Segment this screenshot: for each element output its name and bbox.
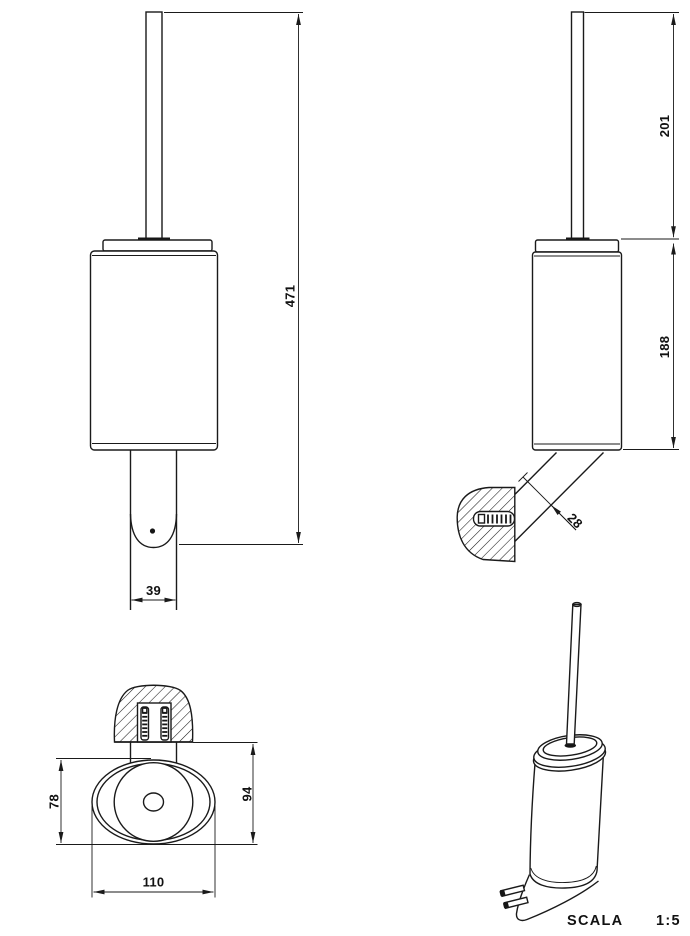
screw-3d-lower: [503, 896, 529, 910]
front-height-label: 471: [283, 285, 298, 308]
mount-fin-3d: [515, 874, 599, 922]
top-view: 78 94 110: [47, 684, 258, 898]
wall-bracket-side: [456, 486, 516, 563]
brush-handle-side: [570, 11, 585, 241]
screw-3d-upper: [499, 884, 526, 898]
top-width-dimension: 110: [91, 806, 216, 898]
arm-thickness-label: 28: [565, 510, 586, 531]
side-handle-dimension: 201: [584, 12, 679, 240]
screw-slot-left-top: [140, 706, 150, 741]
top-total-depth-label: 94: [240, 786, 255, 802]
brush-handle-3d: [565, 603, 582, 745]
side-body-label: 188: [657, 336, 672, 359]
front-bracket-width-dimension: 39: [131, 583, 176, 603]
arm-lower-edge: [514, 452, 604, 542]
front-height-dimension: 471: [164, 12, 303, 545]
container-front: [89, 250, 219, 451]
top-width-label: 110: [143, 875, 165, 890]
side-body-dimension: 188: [623, 243, 679, 450]
lid-side: [534, 239, 620, 253]
side-handle-label: 201: [657, 115, 672, 138]
front-view: 471 39: [89, 11, 303, 610]
rod-top-cap-3d: [572, 601, 582, 608]
container-side: [531, 251, 623, 451]
screw-head-side: [477, 513, 486, 524]
screw-thread-side: [487, 514, 512, 524]
liner-circle: [113, 762, 194, 843]
center-knob: [142, 792, 165, 812]
arm-upper-edge: [514, 452, 557, 495]
perspective-view: SCALA 1:5: [499, 601, 681, 929]
container-plan: [91, 759, 216, 845]
scale-label: SCALA 1:5: [567, 913, 681, 929]
pivot-dot: [149, 528, 156, 534]
scale-value: 1:5: [656, 913, 681, 929]
side-view: 201 188 28: [456, 11, 679, 563]
lid-front: [102, 239, 213, 252]
wall-section-top: [113, 684, 258, 763]
top-depth-label: 78: [47, 794, 62, 809]
front-bracket-width-label: 39: [146, 583, 161, 598]
mount-bracket-front: [129, 450, 178, 610]
brush-handle-front: [145, 11, 163, 241]
scale-word: SCALA: [567, 913, 623, 929]
top-total-depth-dimension: 94: [240, 744, 256, 843]
screw-slot-right-top: [160, 706, 170, 741]
top-depth-dimension: 78: [47, 758, 258, 845]
container-body-3d: [530, 753, 604, 890]
